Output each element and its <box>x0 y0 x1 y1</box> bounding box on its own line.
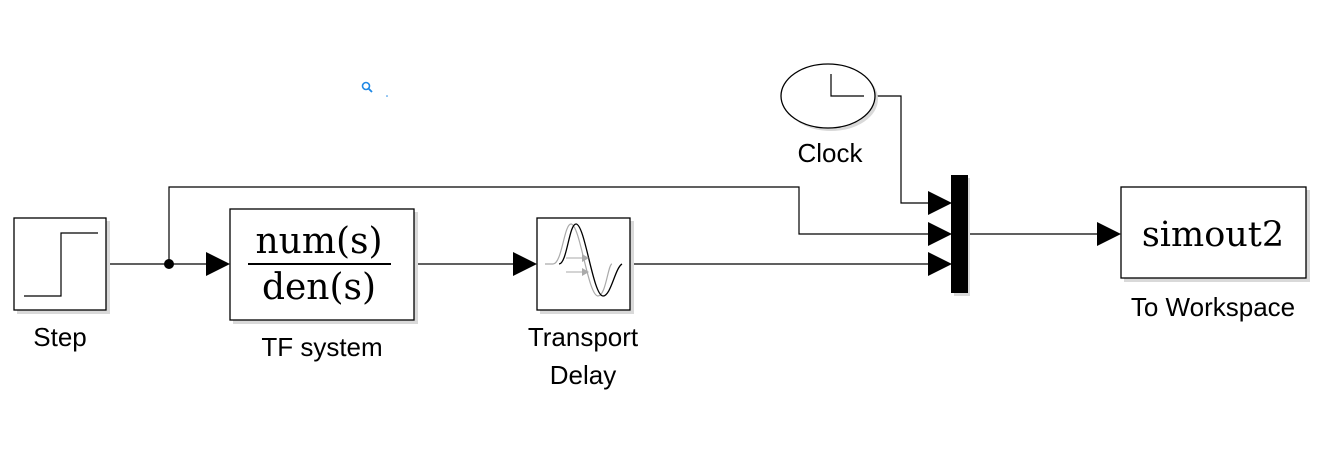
branch-point[interactable] <box>164 259 174 269</box>
tf-denominator: den(s) <box>262 267 376 308</box>
arrowhead-workspace-input <box>1097 222 1121 246</box>
tf-block[interactable]: num(s) den(s) TF system <box>229 208 418 362</box>
step-label: Step <box>33 322 87 352</box>
arrowhead-mux-input-2 <box>928 222 952 246</box>
delay-label-line1: Transport <box>528 322 639 352</box>
step-icon <box>24 232 98 297</box>
to-workspace-block[interactable]: simout2 To Workspace <box>1120 186 1310 322</box>
delay-label-line2: Delay <box>550 360 616 390</box>
workspace-label: To Workspace <box>1131 292 1295 322</box>
arrowhead-mux-input-1 <box>928 191 952 215</box>
clock-block[interactable]: Clock <box>780 63 878 168</box>
arrowhead-delay-input <box>513 252 537 276</box>
clock-label: Clock <box>797 138 863 168</box>
signal-lines <box>106 95 1097 265</box>
clock-hands-icon <box>830 74 864 97</box>
arrowhead-tf-input <box>206 252 230 276</box>
tf-label: TF system <box>261 332 382 362</box>
transport-delay-block[interactable]: Transport Delay <box>528 217 639 390</box>
mux-bar <box>951 175 968 293</box>
workspace-variable: simout2 <box>1142 215 1284 255</box>
wire-branch-to-mux[interactable] <box>168 186 928 264</box>
arrowhead-mux-input-3 <box>928 252 952 276</box>
step-block[interactable]: Step <box>13 217 110 352</box>
delay-wave-icon <box>545 223 623 297</box>
tf-numerator: num(s) <box>255 221 382 262</box>
wire-clock-to-mux[interactable] <box>876 95 928 204</box>
magnifier-icon[interactable] <box>361 81 388 97</box>
mux-block[interactable] <box>951 175 970 296</box>
arrowheads <box>206 191 1121 276</box>
